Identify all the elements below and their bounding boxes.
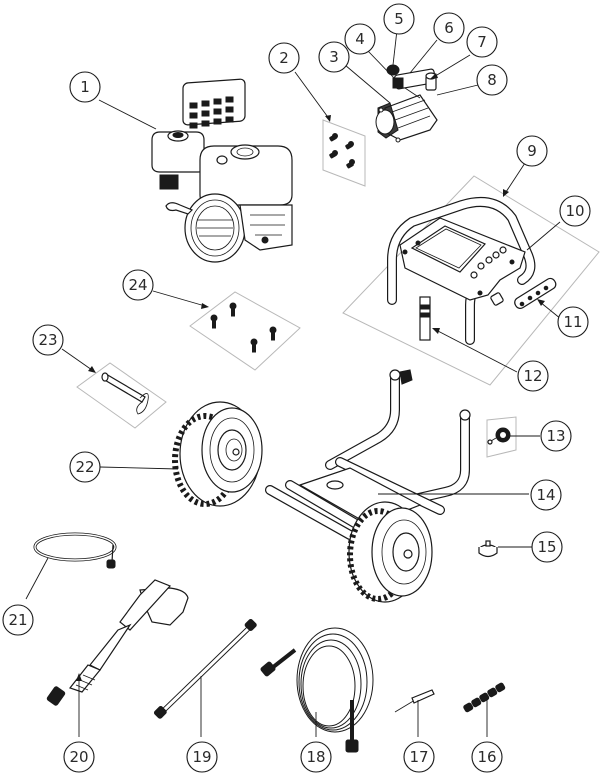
leader-5 [392, 29, 398, 66]
callout-7[interactable]: 7 [466, 26, 498, 58]
handle-knob-part [487, 427, 511, 445]
panel-handle-9 [342, 175, 600, 386]
leader-8 [436, 84, 479, 96]
leader-9 [503, 162, 526, 196]
foot-part [478, 540, 498, 558]
panel-bolts-24 [189, 291, 301, 371]
callout-12[interactable]: 12 [517, 360, 549, 392]
callout-17[interactable]: 17 [403, 741, 435, 773]
axle-pin-part [101, 372, 149, 415]
panel-pin-23 [76, 362, 167, 429]
wand-part [153, 618, 257, 719]
callout-label: 7 [477, 33, 487, 51]
callout-21[interactable]: 21 [2, 604, 34, 636]
callout-label: 14 [536, 486, 555, 504]
callout-label: 19 [192, 748, 211, 766]
callout-label: 16 [477, 748, 496, 766]
callout-label: 13 [546, 427, 565, 445]
callout-19[interactable]: 19 [186, 741, 218, 773]
callout-5[interactable]: 5 [383, 3, 415, 35]
leader-23 [61, 348, 93, 371]
wheel-part [172, 401, 263, 507]
leader-21 [25, 557, 49, 600]
callout-14[interactable]: 14 [530, 479, 562, 511]
callout-label: 24 [128, 276, 147, 294]
leader-11 [539, 301, 562, 320]
callout-20[interactable]: 20 [63, 741, 95, 773]
leader-lines [25, 29, 562, 737]
callout-8[interactable]: 8 [476, 64, 508, 96]
callout-3[interactable]: 3 [318, 41, 350, 73]
callout-label: 2 [279, 49, 289, 67]
callout-11[interactable]: 11 [557, 306, 589, 338]
callout-2[interactable]: 2 [268, 42, 300, 74]
callout-label: 10 [565, 202, 584, 220]
leader-7 [431, 54, 471, 79]
callout-13[interactable]: 13 [540, 420, 572, 452]
callout-18[interactable]: 18 [300, 741, 332, 773]
callout-label: 5 [394, 10, 404, 28]
callout-label: 15 [537, 538, 556, 556]
leader-24 [152, 290, 206, 307]
callout-label: 20 [69, 748, 88, 766]
leader-12 [435, 329, 518, 373]
callout-4[interactable]: 4 [344, 23, 376, 55]
leader-1 [98, 99, 157, 130]
pump-bolts-part [329, 133, 355, 169]
leader-4 [367, 50, 395, 79]
nozzles-part [463, 682, 506, 713]
callout-label: 11 [563, 313, 582, 331]
callout-label: 4 [355, 30, 365, 48]
panel-knob-13 [486, 416, 517, 458]
callout-label: 3 [329, 48, 339, 66]
callout-label: 9 [527, 142, 537, 160]
frame-wheel-part [347, 501, 433, 603]
callout-label: 23 [38, 331, 57, 349]
callout-24[interactable]: 24 [122, 269, 154, 301]
callout-22[interactable]: 22 [69, 451, 101, 483]
callout-15[interactable]: 15 [531, 531, 563, 563]
callout-label: 1 [80, 78, 90, 96]
callout-10[interactable]: 10 [559, 195, 591, 227]
callout-9[interactable]: 9 [516, 135, 548, 167]
callout-label: 8 [487, 71, 497, 89]
leader-3 [344, 64, 391, 104]
callout-label: 22 [75, 458, 94, 476]
panel-bolts-2 [322, 119, 366, 187]
soap-hose-part [33, 532, 117, 569]
callout-label: 12 [523, 367, 542, 385]
callout-label: 17 [409, 748, 428, 766]
leader-22 [99, 466, 179, 470]
pump-part [375, 64, 438, 143]
engine-part [151, 78, 293, 263]
callout-label: 21 [8, 611, 27, 629]
pressure-hose-part [260, 627, 374, 753]
callout-label: 6 [444, 19, 454, 37]
spray-gun-part [46, 579, 189, 706]
callout-1[interactable]: 1 [69, 71, 101, 103]
frame-bolts-part [210, 302, 277, 353]
leader-6 [409, 39, 438, 74]
callout-23[interactable]: 23 [32, 324, 64, 356]
callout-label: 18 [306, 748, 325, 766]
handle-part [387, 197, 536, 345]
hose-bracket-part [514, 277, 557, 309]
nozzle-cleaner-part [394, 689, 435, 713]
handle-clip-part [419, 296, 431, 341]
leader-2 [294, 71, 331, 121]
leader-10 [526, 221, 561, 251]
callout-6[interactable]: 6 [433, 12, 465, 44]
callout-16[interactable]: 16 [471, 741, 503, 773]
